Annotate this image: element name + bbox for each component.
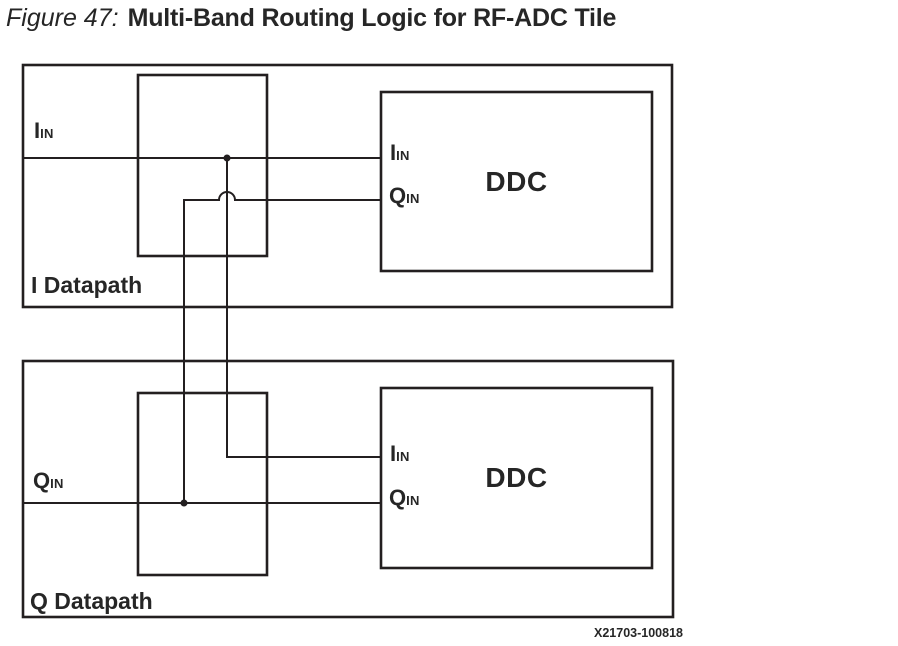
i-wire-junction-dot bbox=[223, 154, 231, 162]
i-ddc-i-port-sub: IN bbox=[396, 148, 410, 163]
q-ddc-q-port-label: QIN bbox=[389, 487, 420, 509]
q-ddc-q-port-main: Q bbox=[389, 485, 407, 510]
i-routing-box bbox=[136, 73, 269, 258]
i-ddc-box bbox=[379, 90, 654, 273]
q-wire-junction-dot bbox=[180, 499, 188, 507]
i-input-port-main: I bbox=[34, 118, 41, 143]
q-ddc-q-port-sub: IN bbox=[406, 493, 420, 508]
i-ddc-q-port-label: QIN bbox=[389, 185, 420, 207]
figure-number: Figure 47: bbox=[6, 4, 119, 32]
q-input-port-main: Q bbox=[33, 468, 51, 493]
i-ddc-i-port-label: IIN bbox=[390, 142, 410, 164]
i-ddc-label: DDC bbox=[485, 165, 548, 197]
figure-title: Figure 47: Multi-Band Routing Logic for R… bbox=[6, 2, 616, 34]
i-to-q-ddc-wire bbox=[226, 158, 381, 458]
i-ddc-q-port-sub: IN bbox=[406, 191, 420, 206]
q-ddc-i-port-label: IIN bbox=[390, 443, 410, 465]
q-to-i-ddc-wire bbox=[183, 191, 381, 503]
figure-id: X21703-100818 bbox=[594, 626, 683, 640]
i-ddc-q-port-main: Q bbox=[389, 183, 407, 208]
i-input-port-label: IIN bbox=[34, 120, 54, 142]
q-datapath-box bbox=[21, 359, 675, 619]
q-ddc-i-port-sub: IN bbox=[396, 449, 410, 464]
q-ddc-i-port-main: I bbox=[390, 441, 397, 466]
i-ddc-i-port-main: I bbox=[390, 140, 397, 165]
i-datapath-label: I Datapath bbox=[31, 272, 143, 298]
q-input-port-label: QIN bbox=[33, 470, 64, 492]
q-ddc-label: DDC bbox=[485, 462, 548, 493]
figure-title-text: Multi-Band Routing Logic for RF-ADC Tile bbox=[127, 4, 617, 32]
q-datapath-label: Q Datapath bbox=[30, 588, 153, 614]
i-input-port-sub: IN bbox=[40, 126, 54, 141]
q-input-port-sub: IN bbox=[50, 476, 64, 491]
q-routing-box bbox=[136, 391, 269, 577]
q-ddc-box bbox=[379, 386, 654, 570]
i-datapath-box bbox=[21, 63, 674, 309]
